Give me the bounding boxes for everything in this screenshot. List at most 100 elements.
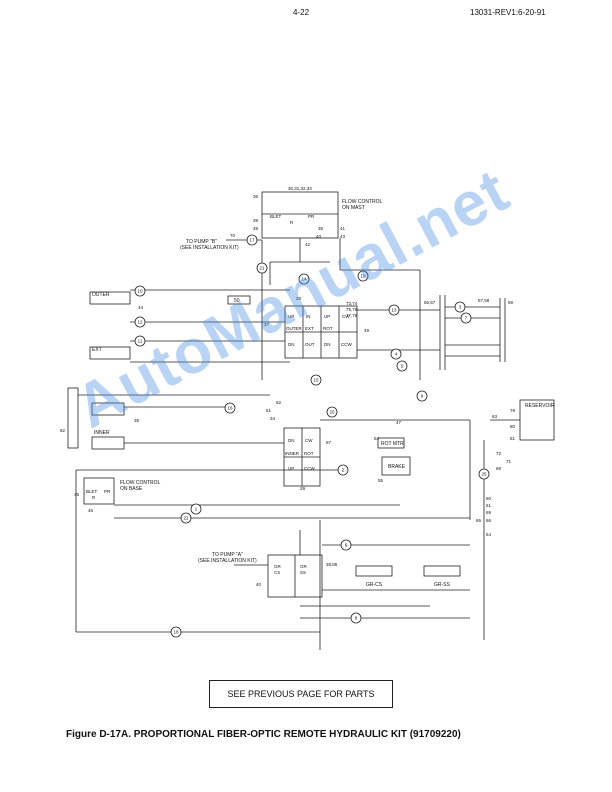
see-kit-b-label: (SEE INSTALLATION KIT): [180, 245, 239, 251]
port-number: 59: [508, 300, 514, 305]
line-marker: 10: [134, 285, 146, 297]
port-number: 61: [486, 503, 492, 508]
port-number: 73,74: [346, 301, 358, 306]
port-number: 60: [486, 496, 492, 501]
reservoir: [519, 399, 555, 441]
svg-text:25: 25: [481, 472, 487, 477]
port-number: 69: [486, 510, 492, 515]
svg-text:21: 21: [259, 266, 265, 271]
line-marker: 25: [478, 468, 490, 480]
valve-bot-label: GR: [300, 564, 308, 569]
valve-top-label: EXT: [305, 326, 314, 331]
ext-label: EXT: [92, 347, 102, 353]
page-number: 4-22: [293, 8, 310, 17]
see-kit-a-label: (SEE INSTALLATION KIT): [198, 558, 257, 564]
valve-top-label: OUT: [305, 342, 315, 347]
port-number: 54: [374, 436, 380, 441]
port-number: 75,76: [346, 307, 358, 312]
rotary-motor: [377, 437, 405, 449]
valve-mid-label: CCW: [304, 466, 315, 471]
svg-text:8: 8: [355, 616, 358, 621]
gr-cs-cylinder: [355, 565, 393, 577]
gr-ss-cylinder: [423, 565, 461, 577]
to-pump-b-label: TO PUMP "B": [186, 239, 217, 245]
line-marker: 6: [340, 539, 352, 551]
line-marker: 20: [326, 406, 338, 418]
line-marker: 22: [180, 512, 192, 524]
port-number: 67: [326, 440, 332, 445]
svg-text:17: 17: [249, 238, 255, 243]
port-number: 43: [340, 234, 346, 239]
block-top-label: R: [290, 220, 294, 225]
mast-flow-control-block: [261, 191, 339, 239]
valve-bot-label: GR: [274, 564, 282, 569]
port-number: 45: [74, 492, 80, 497]
port-number: 64: [486, 532, 492, 537]
line-marker: 18: [170, 626, 182, 638]
pipe-network: [67, 191, 555, 650]
line-marker: 13: [388, 304, 400, 316]
svg-text:11: 11: [138, 339, 143, 344]
inner-label: INNER: [94, 430, 110, 436]
svg-text:4: 4: [395, 352, 398, 357]
port-number: 41: [340, 226, 346, 231]
port-number: 72: [496, 451, 502, 456]
port-number: 63: [492, 414, 498, 419]
valve-top-label: IN: [306, 314, 311, 319]
port-number: 34: [270, 416, 276, 421]
brake-label: BRAKE: [388, 464, 406, 470]
valve-mid-label: DN: [288, 438, 295, 443]
port-number: 51: [266, 408, 272, 413]
valve-mid-label: UP: [288, 466, 294, 471]
port-number: 39: [253, 218, 259, 223]
port-number: 71: [506, 459, 512, 464]
diagram-labels: FLOW CONTROL ON MAST TO PUMP "B" (SEE IN…: [86, 199, 555, 588]
svg-text:20: 20: [329, 410, 335, 415]
outer-label: OUTER: [92, 292, 110, 298]
block-base-label: R: [92, 495, 96, 500]
brake: [381, 456, 411, 476]
port-number: 55: [378, 478, 384, 483]
figure-caption: Figure D-17A. PROPORTIONAL FIBER-OPTIC R…: [66, 729, 461, 740]
port-number: 29: [300, 486, 306, 491]
line-marker: 11: [134, 335, 146, 347]
see-previous-page-note: SEE PREVIOUS PAGE FOR PARTS: [209, 680, 393, 708]
block-base-label: PR: [104, 489, 111, 494]
line-marker: 4: [390, 348, 402, 360]
port-number: 49: [364, 328, 370, 333]
line-marker: 12: [134, 316, 146, 328]
valve-top-label: DN: [288, 342, 295, 347]
block-top-label: PR: [308, 214, 315, 219]
svg-text:16: 16: [227, 406, 233, 411]
line-marker: 15: [310, 374, 322, 386]
line-marker: 7: [460, 312, 472, 324]
valve-bot-label: SS: [300, 570, 306, 575]
left-rotary-column: [67, 387, 79, 449]
component-50-label: 50: [234, 298, 240, 304]
component-50: [227, 295, 251, 305]
gr-ss-label: GR-SS: [434, 582, 451, 588]
port-number: 46: [88, 508, 94, 513]
svg-text:3: 3: [459, 305, 462, 310]
line-marker: 2: [337, 464, 349, 476]
port-number: 38,85: [326, 562, 338, 567]
port-number: 65: [476, 518, 482, 523]
port-numbers: 30,31,32,33 36 39 48 38 41 42 40 43 49 7…: [60, 186, 516, 587]
port-number: 66: [486, 518, 492, 523]
svg-text:12: 12: [137, 320, 143, 325]
port-number: 30,31,32,33: [288, 186, 312, 191]
port-number: 79: [510, 408, 516, 413]
flow-control-mast-label: FLOW CONTROL: [342, 199, 382, 205]
line-marker: 16: [224, 402, 236, 414]
line-marker: 17: [246, 234, 258, 246]
port-number: 35: [134, 418, 140, 423]
svg-text:9: 9: [421, 394, 424, 399]
svg-text:7: 7: [465, 316, 468, 321]
port-number: 42: [305, 242, 311, 247]
svg-text:10: 10: [137, 289, 143, 294]
port-number: 37: [264, 322, 270, 327]
document-revision: 13031-REV1:6-20-91: [470, 8, 546, 17]
valve-top-label: DN: [324, 342, 331, 347]
port-number: 62: [60, 428, 66, 433]
port-number: 81: [510, 436, 516, 441]
